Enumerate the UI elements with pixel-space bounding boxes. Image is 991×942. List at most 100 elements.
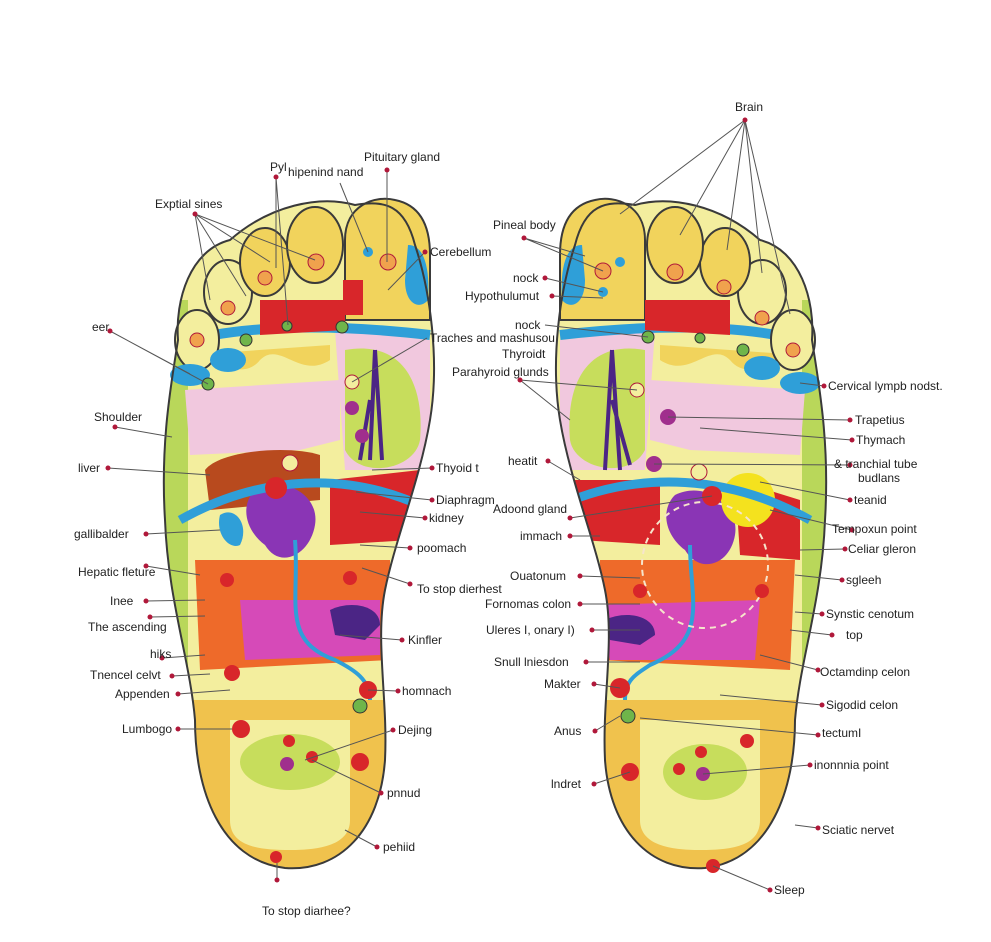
right-label: Thyroidt	[502, 347, 546, 361]
right-lbl-dot-anus	[592, 728, 598, 734]
left-label: pehiid	[383, 840, 415, 854]
left-leader-lines	[107, 170, 433, 880]
right-label: Hypothulumut	[465, 289, 540, 303]
left-label: poomach	[417, 541, 466, 555]
left-ureter	[293, 539, 372, 701]
right-label: heatit	[508, 454, 538, 468]
left-label: homnach	[402, 684, 451, 698]
left-label: pnnud	[387, 786, 420, 800]
right-lbl-dot-uterus	[589, 627, 595, 633]
right-lbl-dot-parathyroid	[517, 377, 523, 383]
right-label-dots	[517, 117, 855, 893]
right-lbl-dot-sciatic	[815, 825, 821, 831]
left-label: To stop diarhee?	[262, 904, 351, 918]
left-pituitary-zone	[343, 280, 363, 315]
left-dot-appendix	[224, 665, 240, 681]
right-lbl-dot-rectum	[815, 732, 821, 738]
right-label: Octamdinp celon	[820, 665, 910, 679]
left-foot-outline	[162, 200, 436, 870]
left-lbl-dot-14	[407, 545, 413, 551]
right-toe-small	[770, 309, 816, 371]
left-gallbladder	[219, 512, 244, 546]
left-dot-kidney	[265, 477, 287, 499]
left-dot-thyroid	[355, 429, 369, 443]
left-dot-node-4	[281, 320, 293, 332]
left-label: Shoulder	[94, 410, 142, 424]
left-lbl-dot-17	[143, 598, 149, 604]
right-lbl-dot-descending	[815, 667, 821, 673]
right-label: Thymach	[856, 433, 905, 447]
right-lbl-dot-bronchial	[847, 462, 853, 468]
left-lbl-dot-21	[169, 673, 175, 679]
right-label: teanid	[854, 493, 887, 507]
left-lbl-dot-1	[384, 167, 390, 173]
left-label: The ascending	[88, 620, 167, 634]
left-label: Traches and mashusou	[430, 331, 555, 345]
left-lbl-dot-28	[274, 877, 280, 883]
left-label: kidney	[429, 511, 464, 525]
left-label: Thyoid t	[436, 461, 479, 475]
right-label: inonnnia point	[814, 758, 889, 772]
left-ear-zone	[210, 348, 246, 372]
left-label: hipenind nand	[288, 165, 363, 179]
right-spine	[603, 349, 632, 471]
left-dot-heel-3	[306, 751, 318, 763]
right-dashed-circle	[641, 501, 769, 629]
right-label: Synstic cenotum	[826, 607, 914, 621]
left-lbl-dot-11	[429, 497, 435, 503]
left-dot-node-5	[352, 698, 368, 714]
right-lbl-dot-spleen	[839, 577, 845, 583]
right-label: Fornomas colon	[485, 597, 571, 611]
right-lbl-dot-duodenum	[577, 573, 583, 579]
right-label: Anus	[554, 724, 581, 738]
right-dot-intestine-1	[633, 584, 647, 598]
left-lbl-dot-16	[407, 581, 413, 587]
left-lbl-dot-8	[112, 424, 118, 430]
right-dot-node-3	[694, 332, 706, 344]
left-small-intestine	[330, 605, 380, 640]
left-dot-heel-2	[280, 757, 294, 771]
right-label: top	[846, 628, 863, 642]
right-dot-node-4	[620, 708, 636, 724]
right-lbl-dot-hypo	[549, 293, 555, 299]
right-lbl-dot-sigmoid	[819, 702, 825, 708]
left-lbl-dot-18	[147, 614, 153, 620]
right-label: & tranchial tube	[834, 457, 918, 471]
right-label: Uleres I, onary I)	[486, 623, 575, 637]
left-dot-toe3	[257, 270, 273, 286]
right-label: Pineal body	[493, 218, 556, 232]
left-dot-intestine-1	[220, 573, 234, 587]
left-shoulder-zone	[185, 380, 340, 455]
right-lbl-dot-insomnia	[807, 762, 813, 768]
right-foot-markers	[594, 257, 801, 873]
left-lbl-dot-6	[107, 328, 113, 334]
right-label: Sleep	[774, 883, 805, 897]
left-dot-heel-4	[351, 753, 369, 771]
left-lbl-dot-15	[143, 563, 149, 569]
left-toe-second	[286, 206, 344, 284]
right-labels: Brain Pineal body nock Hypothulumut nock…	[452, 100, 943, 897]
left-dot-node-2	[239, 333, 253, 347]
left-foot	[162, 197, 436, 870]
left-dot-lumbago	[232, 720, 250, 738]
right-pink-toe-base	[645, 300, 730, 335]
left-label: Cerebellum	[430, 245, 491, 259]
left-kidney	[246, 484, 316, 558]
left-label: Exptial sines	[155, 197, 222, 211]
right-lbl-dot-small-int	[583, 659, 589, 665]
left-dot-pituitary	[379, 253, 397, 271]
left-label: Tnencel celvt	[90, 668, 161, 682]
left-lbl-dot-5	[422, 249, 428, 255]
left-pink-toe-base	[260, 300, 345, 335]
left-dot-sinus	[189, 332, 205, 348]
left-lbl-dot-26	[378, 790, 384, 796]
right-lbl-dot-stomach	[567, 533, 573, 539]
right-lbl-dot-cervical	[821, 383, 827, 389]
left-dot-heel-1	[283, 735, 295, 747]
left-lbl-dot-12	[422, 515, 428, 521]
right-lbl-dot-indret	[591, 781, 597, 787]
left-dot-toe4	[220, 300, 236, 316]
left-label: Dejing	[398, 723, 432, 737]
left-label: Appenden	[115, 687, 170, 701]
